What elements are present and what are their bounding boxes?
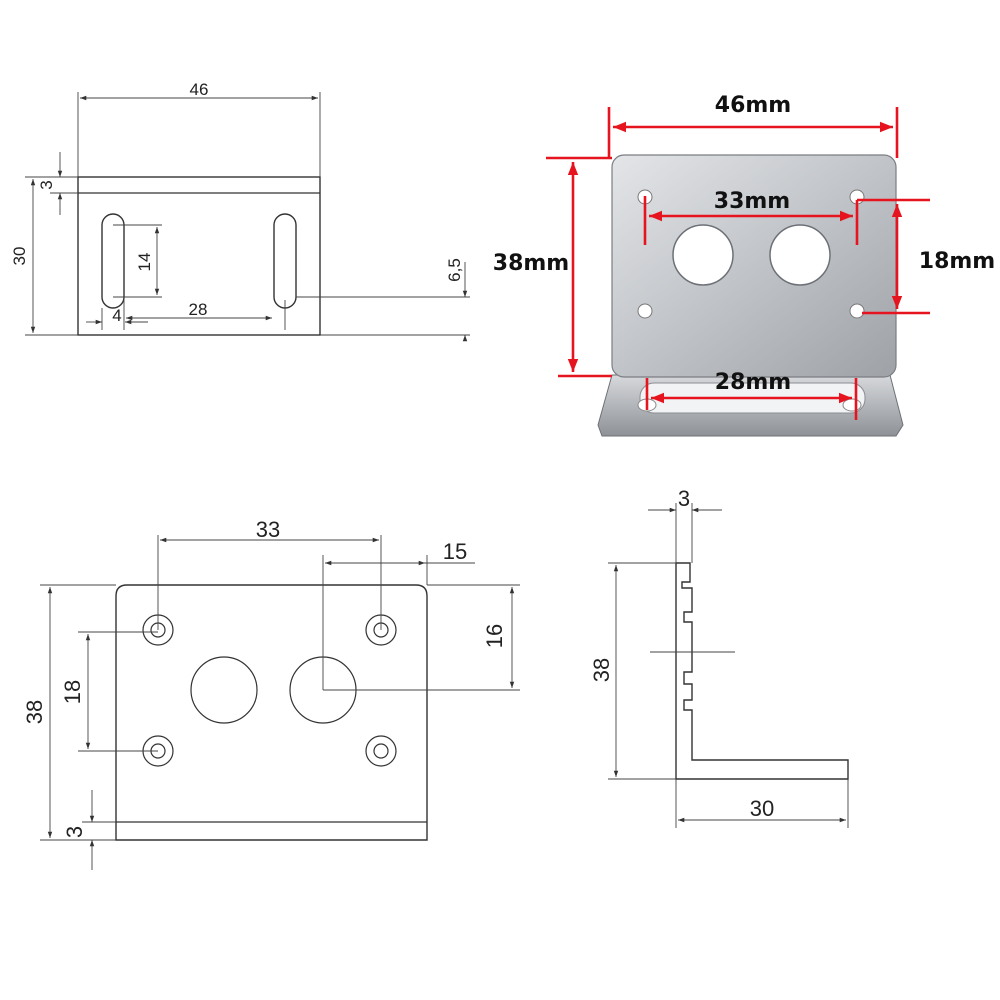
slot-length-label: 14	[135, 253, 154, 272]
thickness-label: 3	[62, 826, 87, 838]
thickness-label: 3	[678, 486, 690, 511]
base-length-label: 30	[750, 796, 774, 821]
left-slot	[101, 213, 125, 309]
photo-width-label: 46mm	[715, 93, 791, 118]
plate-outline	[115, 584, 428, 841]
right-slot	[273, 213, 297, 309]
height-label: 30	[10, 247, 29, 266]
mount-hole-bl	[637, 303, 653, 319]
mount-hole-br	[365, 735, 397, 767]
photo-vertical-spacing-label: 18mm	[919, 249, 995, 274]
slot-spacing-label: 28	[189, 300, 208, 319]
photo-slot-spacing-label: 28mm	[715, 370, 791, 395]
l-profile	[675, 562, 849, 780]
front-view-drawing: 33 15 16 38 18 3	[22, 517, 520, 870]
shaft-hole-left	[672, 224, 734, 286]
hole-spacing-label: 33	[256, 517, 280, 542]
shaft-hole-right	[769, 224, 831, 286]
bracket-photo: 46mm 38mm 33mm 18mm 28mm	[493, 93, 995, 437]
side-view-drawing: 3 38 30	[589, 486, 849, 828]
height-label: 38	[589, 658, 614, 682]
slot-offset-label: 4	[112, 306, 121, 325]
width-label: 46	[190, 80, 209, 99]
height-label: 38	[22, 700, 47, 724]
edge-offset-label: 15	[443, 539, 467, 564]
slot-bottom-label: 6,5	[445, 258, 464, 282]
shaft-hole-left	[190, 656, 258, 724]
top-view-drawing: 46 3 30 14 4 28 6,5	[10, 80, 470, 342]
vertical-spacing-label: 18	[60, 680, 85, 704]
photo-top-spacing-label: 33mm	[714, 189, 790, 214]
base-slot-right	[842, 398, 862, 412]
mount-hole-br	[849, 303, 865, 319]
photo-height-label: 38mm	[493, 251, 569, 276]
hole-offset-label: 16	[482, 624, 507, 648]
thickness-label: 3	[37, 180, 56, 189]
